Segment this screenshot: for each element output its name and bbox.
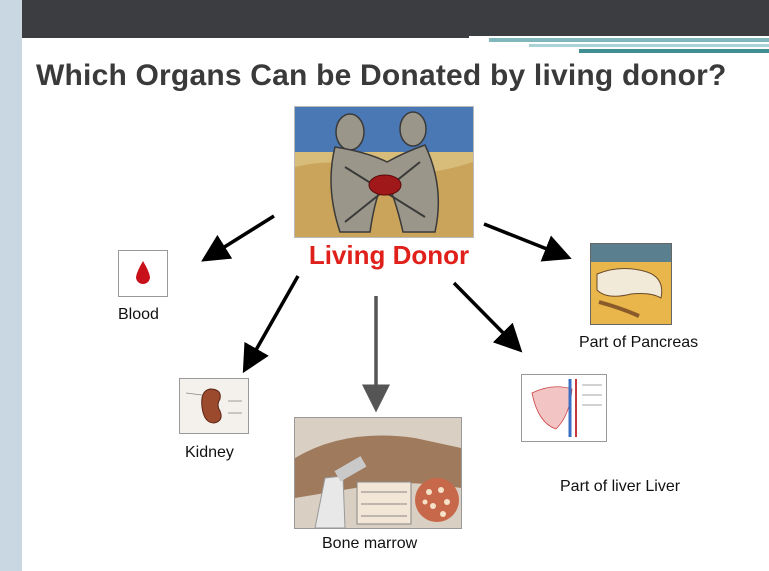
bone-marrow-image: [294, 417, 462, 529]
arrow-to-liver: [454, 283, 515, 345]
blood-drop-icon: [118, 250, 168, 297]
kidney-image: [179, 378, 249, 434]
pancreas-image: [590, 243, 672, 325]
blood-label: Blood: [118, 306, 159, 324]
slide: Which Organs Can be Donated by living do…: [22, 0, 769, 571]
arrow-to-blood: [210, 216, 274, 256]
bone-marrow-label: Bone marrow: [322, 535, 417, 553]
liver-image: [521, 374, 607, 442]
arrow-to-pancreas: [484, 224, 562, 255]
kidney-label: Kidney: [185, 444, 234, 462]
arrow-to-kidney: [248, 276, 298, 364]
pancreas-label: Part of Pancreas: [579, 334, 698, 352]
liver-label: Part of liver Liver: [560, 478, 680, 496]
